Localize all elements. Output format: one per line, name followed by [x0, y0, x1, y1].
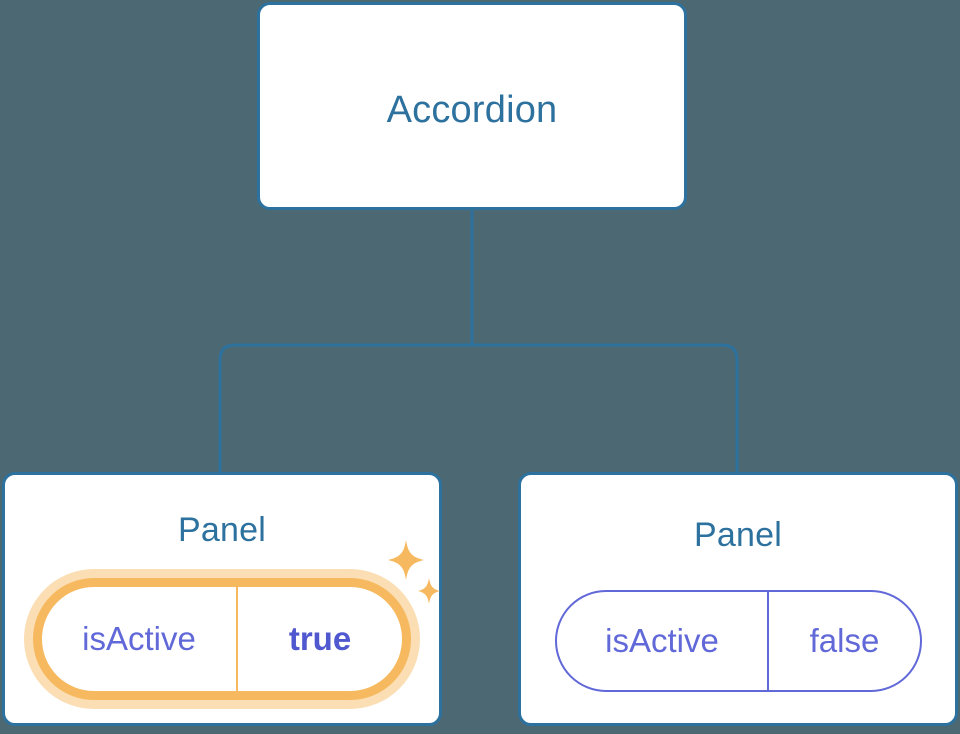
node-accordion-label: Accordion — [386, 89, 558, 131]
prop-value-false: false — [809, 622, 880, 659]
node-panel-left-label: Panel — [178, 511, 266, 549]
node-accordion[interactable]: Accordion — [257, 2, 687, 210]
connector-branch-bus — [218, 343, 739, 472]
prop-key-isactive: isActive — [557, 592, 769, 690]
prop-pill-active-false[interactable]: isActive false — [555, 590, 922, 692]
prop-pill-active-true[interactable]: isActive true — [33, 578, 411, 700]
node-panel-right-label: Panel — [694, 516, 782, 554]
prop-key-isactive: isActive — [42, 587, 238, 691]
prop-value-true: true — [288, 620, 352, 657]
